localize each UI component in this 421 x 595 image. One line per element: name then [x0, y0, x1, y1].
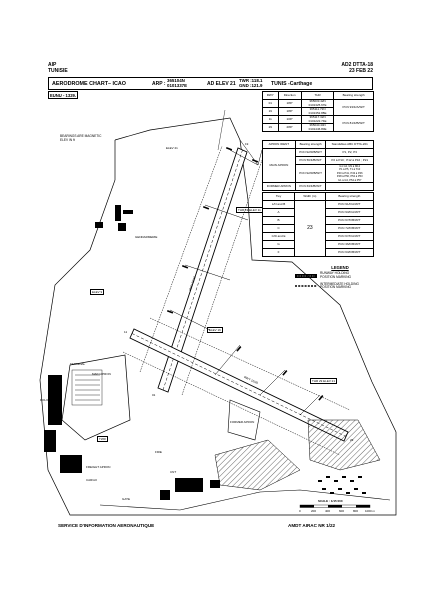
taxiway-table: Twy Width (m) Bearing strength L/N and B…	[261, 192, 375, 257]
table-row: 01 189° 365033.42N 0101325.67E PCN 93/F/…	[262, 99, 374, 116]
rwy-19-label: 19	[245, 142, 249, 146]
table-cell: G1 G2, M1 à M12 P1 à P5, T1 à T10 P40 à …	[325, 163, 374, 184]
terminal-buildings	[44, 205, 220, 500]
former-apron	[227, 399, 261, 441]
scale-tick: 1000 m	[365, 509, 376, 513]
table-row: FORMER APRON PCN 63/F/B/W/T	[262, 182, 374, 192]
hatched-area-south	[214, 439, 301, 491]
gate-label: GATE	[122, 497, 130, 501]
bearings-note-line2: ELEV IN ft	[60, 138, 75, 142]
legend-title: LEGEND	[331, 265, 349, 270]
table-cell: PCN 63/F/B/W/T	[324, 248, 375, 257]
holding-positions	[166, 147, 324, 401]
terminal-label: TERMINAL	[70, 362, 86, 366]
header-page-ref: AD2 DTTA-18	[341, 62, 373, 68]
cargo-label: CARGO	[86, 478, 98, 482]
ad-elev: AD ELEV 21	[207, 80, 236, 87]
eunu-label: EUNU - 1329.	[48, 91, 78, 99]
scale-tick: 200	[311, 509, 317, 513]
taxiways	[122, 139, 351, 456]
legend-item: RUNWAY HOLDING POSITION MARKING	[295, 271, 385, 280]
table-row: F PCN 63/F/B/W/T	[261, 248, 375, 257]
header-right: AD2 DTTA-18 23 FEB 22	[341, 62, 373, 74]
table-row: 11 109° 365117.32N 0101222.74E PCN 81/F/…	[262, 115, 374, 132]
table-cell: 289°	[277, 123, 302, 132]
parking-stands	[318, 476, 366, 494]
hatched-area-east	[307, 419, 381, 471]
table-cell: 365040.44N 0101446.80E	[300, 123, 335, 132]
legend-item-label: INTERMEDIATE HOLDING POSITION MARKING	[320, 281, 359, 290]
intermediate-holding-symbol-icon	[295, 285, 317, 288]
table-cell: PCN 63/F/B/W/T	[294, 182, 327, 192]
thr-elev-29-label: THR 29 ELEV 21	[310, 378, 338, 384]
header-date: 23 FEB 22	[349, 68, 373, 74]
table-row: PCN 92/R/B/W/T G1 G2, M1 à M12 P1 à P5, …	[263, 163, 374, 184]
table-cell: F	[261, 248, 296, 257]
bearings-note-line1: BEARINGS ARE MAGNETIC	[60, 134, 102, 138]
header-aip: AIP	[48, 62, 57, 68]
location-name: TUNIS -Carthage	[271, 80, 313, 87]
elev-label-a: ELEV 21	[166, 146, 178, 150]
header-country: TUNISIE	[48, 68, 68, 74]
rwy-01-label: 01	[152, 393, 156, 397]
legend-item: INTERMEDIATE HOLDING POSITION MARKING	[295, 281, 385, 291]
gnd-freq: GND :121.9	[239, 82, 263, 88]
thr-elev-19-label: THR 19 ELEV 11	[236, 207, 263, 213]
runway-table: RWY Direction THR Bearing strength 01 18…	[262, 91, 374, 132]
main-apron-label: MAIN APRON	[92, 372, 111, 376]
fire-label: FIRE	[155, 450, 162, 454]
footer-amendment: AMDT AIRAC NR 1/22	[288, 523, 336, 528]
runway-holding-symbol-icon	[295, 273, 317, 278]
taxiway-table-header: Twy Width (m) Bearing strength	[261, 192, 375, 201]
main-apron	[61, 354, 131, 441]
scale-title: SCALE : 1/15 000	[318, 499, 343, 503]
bearings-note: BEARINGS ARE MAGNETIC ELEV IN ft	[60, 134, 101, 142]
scale-tick: 400	[325, 509, 331, 513]
arp-lat: 365104N	[167, 77, 185, 83]
title-bar: AERODROME CHART– ICAO ARP : 365104N 0101…	[48, 77, 373, 90]
cnt-label: CNT	[170, 470, 177, 474]
scale-tick: 800	[353, 509, 359, 513]
arp-lon: 0101337E	[167, 82, 188, 88]
rwy-29-label: 29	[350, 438, 354, 442]
table-cell: MAIN APRON	[262, 147, 296, 184]
police-label: POLICE	[40, 398, 52, 402]
twr-label: TWR	[97, 436, 108, 442]
scale-tick: 0	[299, 509, 301, 513]
table-cell: 23	[294, 200, 326, 257]
scale-bar	[299, 504, 371, 508]
table-cell: FORMER APRON	[262, 182, 296, 192]
footer-publisher: SERVICE D'INFORMATION AERONAUTIQUE	[58, 523, 155, 528]
freqs: TWR :118.1 GND :121.9	[239, 78, 262, 89]
header-left: AIP TUNISIE	[48, 62, 68, 74]
table-row: 29 289° 365040.44N 0101446.80E	[262, 123, 374, 132]
scale-tick: 600	[339, 509, 345, 513]
former-apron-label: FORMER APRON	[230, 420, 255, 424]
legend-item-label: RUNWAY HOLDING POSITION MARKING	[320, 271, 351, 279]
chart-title: AERODROME CHART– ICAO	[52, 80, 126, 87]
north-arrow-icon	[217, 109, 226, 151]
arp-label: ARP :	[152, 80, 166, 87]
twr-freq: TWR :118.1	[239, 77, 263, 83]
table-cell: PCN 92/R/B/W/T	[294, 163, 327, 184]
elev-label-b: ELEV 16	[207, 327, 223, 333]
arp-coords: 365104N 0101337E	[167, 78, 187, 89]
road	[99, 489, 391, 511]
freight-apron-label: FREIGHT APRON	[86, 465, 111, 469]
gendarmerie-label: GENDARMERIE	[135, 235, 158, 239]
apron-table: APRON IDENT Bearing strength Standsbles …	[262, 140, 374, 192]
table-cell: PCN 81/F/B/W/T	[333, 115, 374, 132]
table-cell	[325, 182, 374, 192]
legend: LEGEND RUNWAY HOLDING POSITION MARKING I…	[295, 265, 385, 293]
elev-label-c: ELEV 9	[90, 289, 105, 295]
rwy-11-label: 11	[124, 330, 128, 334]
aerodrome-boundary	[39, 117, 397, 516]
